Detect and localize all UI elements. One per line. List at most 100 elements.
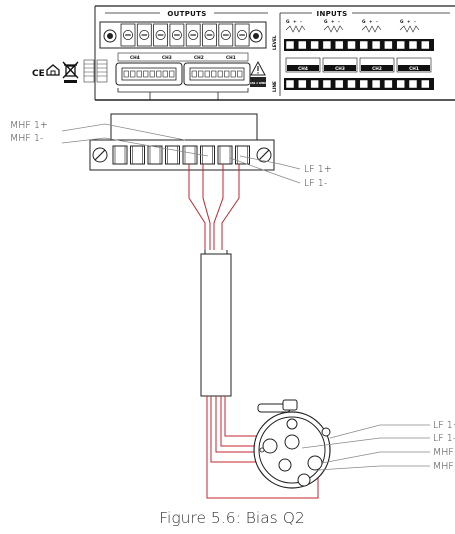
input-ch-band [361, 65, 393, 71]
input-symbol-icon [399, 25, 420, 33]
level-label: LEVEL [272, 35, 278, 50]
level-socket [396, 40, 405, 50]
input-ch-label: CH3 [335, 66, 345, 72]
line-socket [384, 79, 393, 89]
input-pin-label: + [293, 19, 297, 25]
line-socket [310, 79, 319, 89]
mini-pin [130, 70, 136, 78]
mini-pin [237, 70, 243, 78]
mini-pin [136, 70, 142, 78]
level-socket [298, 40, 307, 50]
level-socket [334, 40, 344, 50]
line-socket [359, 79, 369, 89]
line-socket [285, 79, 295, 89]
mini-connector-left [115, 62, 183, 86]
terminal-inner [167, 145, 178, 164]
terminal-inner [219, 145, 231, 164]
mini-pin [204, 70, 210, 78]
line-label: LINE [272, 81, 278, 92]
compliance-marks: CE [32, 59, 108, 83]
mini-pin [123, 70, 129, 78]
cable-jacket [200, 250, 232, 397]
outputs-terminal-block [99, 21, 267, 49]
input-ch-label: CH2 [372, 66, 382, 72]
input-pin-label: + [369, 19, 373, 25]
mini-pin [217, 70, 223, 78]
ch2-label: CH2 [194, 55, 204, 61]
plug-lf1-plus-label: LF 1+ [433, 420, 455, 431]
level-socket [408, 40, 418, 50]
terminal-inner [237, 145, 248, 164]
terminal-inner [114, 145, 126, 164]
input-symbol-icon [285, 25, 306, 33]
input-pin-label: G [362, 19, 366, 25]
input-ch-band [398, 65, 430, 71]
lf1-plus-label: LF 1+ [304, 164, 332, 175]
input-pin-label: - [414, 20, 416, 25]
outputs-title: OUTPUTS [167, 10, 206, 18]
terminal-inner [132, 145, 143, 164]
mini-pin [211, 70, 217, 78]
mini-pin [169, 70, 175, 78]
home-icon [46, 64, 60, 76]
warning-text: CLASS 2 WIRING [246, 81, 269, 85]
mhf1-minus-label: MHF 1- [10, 133, 43, 144]
lf1-minus-label: LF 1- [304, 178, 327, 189]
input-pin-label: G [400, 19, 404, 25]
level-socket [322, 40, 332, 50]
euroblock-connector [89, 113, 275, 171]
ch4-label: CH4 [130, 55, 140, 61]
line-socket [371, 79, 381, 89]
weee-bin-icon [62, 61, 79, 83]
input-pin-label: - [300, 20, 302, 25]
ch1-label: CH1 [226, 55, 236, 61]
amplifier-rear-panel: OUTPUTS CH4 CH3 CH2 CH1 [32, 5, 455, 101]
input-symbol-icon [361, 25, 382, 33]
input-ch-band [287, 65, 319, 71]
level-socket [347, 40, 356, 50]
line-socket [334, 79, 344, 89]
input-symbol-icon [323, 25, 344, 33]
plug-lf1-minus-label: LF 1- [433, 433, 455, 444]
terminal-inner [184, 145, 196, 164]
level-socket [421, 40, 430, 50]
wires-upper [188, 164, 240, 250]
plug-mhf2-minus-label: MHF 2- [433, 461, 455, 472]
line-socket [408, 79, 418, 89]
level-socket [371, 40, 381, 50]
level-socket [359, 40, 369, 50]
leader-lines-top [61, 123, 301, 184]
level-socket [310, 40, 319, 50]
line-socket [298, 79, 307, 89]
mini-pin [230, 70, 236, 78]
input-pin-label: G [286, 19, 290, 25]
mini-pin [149, 70, 155, 78]
mini-pin [224, 70, 230, 78]
mini-pin [143, 70, 149, 78]
line-socket [322, 79, 332, 89]
terminal-inner [149, 145, 161, 164]
input-pin-label: - [376, 20, 378, 25]
mini-pin [191, 70, 197, 78]
speakon-plug [253, 399, 331, 489]
input-ch-label: CH4 [298, 66, 308, 72]
level-socket [285, 40, 295, 50]
spec-table [83, 59, 108, 83]
input-ch-label: CH1 [409, 66, 419, 72]
line-socket [396, 79, 405, 89]
leader-lines-bottom [301, 424, 430, 471]
inputs-title: INPUTS [317, 10, 348, 18]
mini-pin [156, 70, 162, 78]
mini-connector-right [183, 62, 251, 86]
figure-caption: Figure 5.6: Bias Q2 [159, 509, 305, 527]
input-pin-label: G [324, 19, 328, 25]
channel-label-strip: CH4 CH3 CH2 CH1 [117, 52, 249, 62]
line-socket [347, 79, 356, 89]
input-pin-label: - [338, 20, 340, 25]
mini-pin [198, 70, 204, 78]
line-socket [421, 79, 430, 89]
mhf1-plus-label: MHF 1+ [10, 120, 48, 131]
ce-mark: CE [32, 69, 45, 79]
